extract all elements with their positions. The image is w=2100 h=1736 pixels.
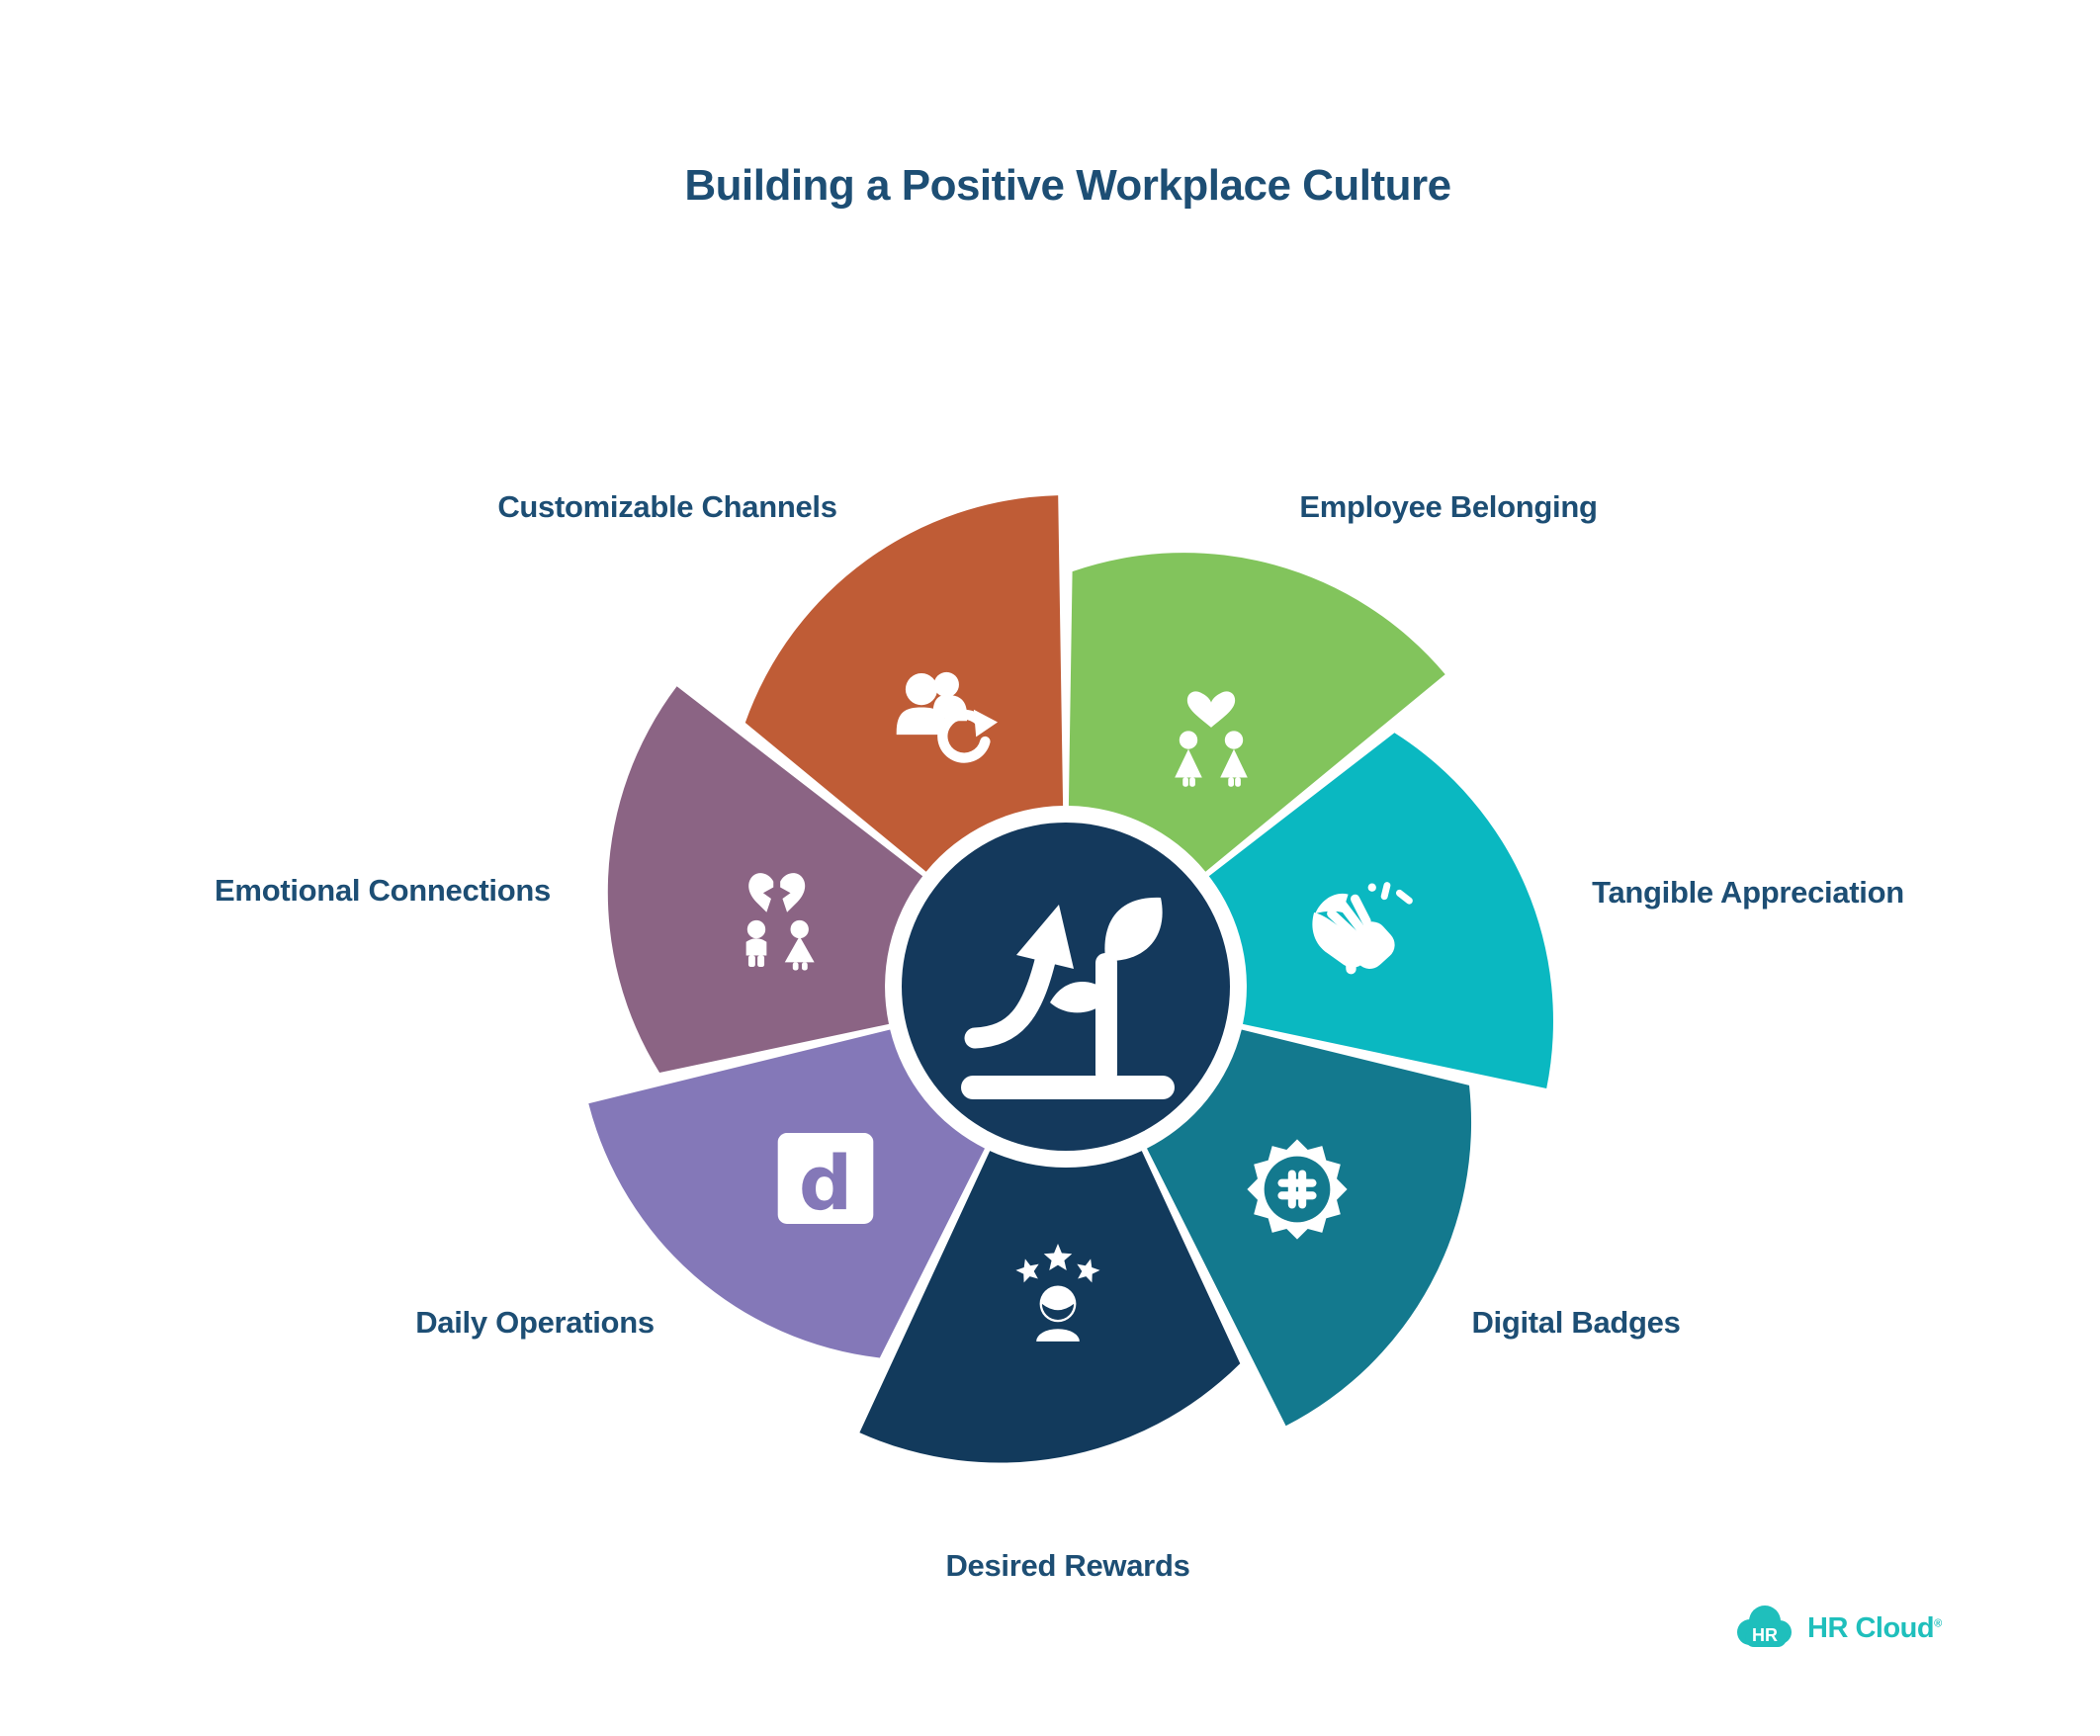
page-title: Building a Positive Workplace Culture: [684, 161, 1451, 210]
petal-customizable-channels: [744, 495, 1064, 872]
segment-label-tangible-appreciation: Tangible Appreciation: [1592, 875, 1904, 910]
person-stars-icon: [1015, 1243, 1100, 1342]
broken-heart-people-icon: [745, 873, 815, 971]
growth-plant-icon: [961, 897, 1175, 1099]
segment-label-digital-badges: Digital Badges: [1471, 1305, 1681, 1340]
clapping-hands-icon: [1312, 882, 1413, 975]
hr-cloud-logo: HR HR Cloud®: [1732, 1602, 1942, 1655]
segment-label-customizable-channels: Customizable Channels: [497, 489, 837, 524]
petal-tangible-appreciation: [1208, 733, 1553, 1088]
users-refresh-icon: [896, 671, 999, 763]
segment-label-daily-operations: Daily Operations: [415, 1305, 655, 1340]
segment-label-emotional-connections: Emotional Connections: [215, 873, 551, 908]
badge-hashtag-icon: [1247, 1139, 1348, 1240]
hr-cloud-badge-icon: HR: [1737, 1606, 1792, 1647]
hr-badge-text: HR: [1752, 1625, 1778, 1645]
d-logo-icon: d: [777, 1133, 874, 1227]
segment-label-desired-rewards: Desired Rewards: [945, 1548, 1190, 1583]
people-heart-icon: [1175, 691, 1248, 787]
svg-text:d: d: [799, 1140, 852, 1227]
segment-label-employee-belonging: Employee Belonging: [1299, 489, 1598, 524]
petal-employee-belonging: [1068, 553, 1445, 872]
registered-mark: ®: [1934, 1616, 1942, 1629]
hr-cloud-brand-text: HR Cloud®: [1807, 1611, 1942, 1644]
